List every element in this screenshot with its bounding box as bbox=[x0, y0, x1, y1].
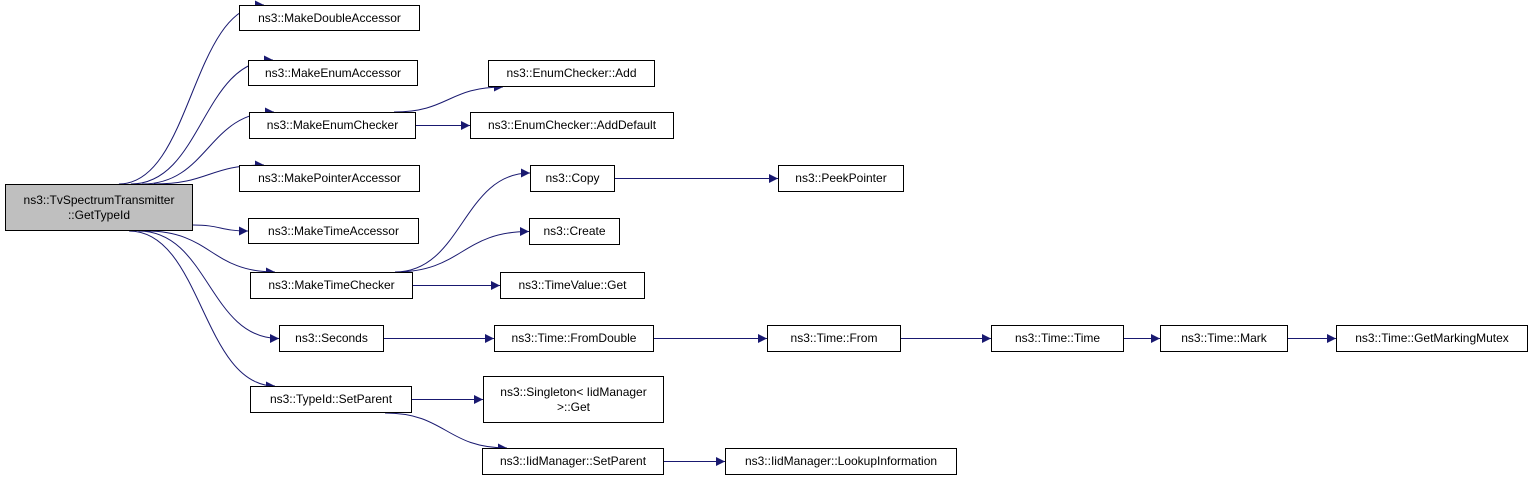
node-label: ns3::MakeDoubleAccessor bbox=[258, 11, 401, 26]
node-n17[interactable]: ns3::Time::Time bbox=[991, 325, 1124, 352]
node-label-line: ns3::MakeEnumAccessor bbox=[264, 65, 402, 80]
edge-n6-n13 bbox=[394, 227, 530, 273]
node-n10[interactable]: ns3::EnumChecker::AddDefault bbox=[470, 112, 674, 139]
node-label-line: ns3::TvSpectrumTransmitter bbox=[23, 192, 175, 207]
node-label-line: ns3::EnumChecker::AddDefault bbox=[487, 118, 657, 132]
node-n2[interactable]: ns3::MakeEnumAccessor bbox=[248, 60, 418, 86]
node-n12[interactable]: ns3::PeekPointer bbox=[778, 165, 904, 192]
edge-root-n5 bbox=[192, 224, 249, 236]
node-n5[interactable]: ns3::MakeTimeAccessor bbox=[248, 218, 419, 244]
node-label: ns3::Seconds bbox=[295, 331, 368, 346]
node-label: ns3::TvSpectrumTransmitter::GetTypeId bbox=[24, 193, 175, 223]
node-n8[interactable]: ns3::TypeId::SetParent bbox=[250, 386, 412, 413]
node-n19[interactable]: ns3::Time::GetMarkingMutex bbox=[1336, 325, 1528, 352]
node-n6[interactable]: ns3::MakeTimeChecker bbox=[250, 272, 413, 299]
node-n13[interactable]: ns3::Create bbox=[529, 218, 620, 245]
node-label: ns3::Time::Time bbox=[1015, 331, 1100, 346]
node-label-line: ns3::TypeId::SetParent bbox=[269, 392, 393, 406]
node-label: ns3::Time::GetMarkingMutex bbox=[1355, 331, 1509, 346]
node-label: ns3::Time::Mark bbox=[1181, 331, 1267, 346]
node-n1[interactable]: ns3::MakeDoubleAccessor bbox=[239, 5, 420, 31]
edge-root-n6 bbox=[146, 230, 276, 277]
node-label-line: ns3::IidManager::SetParent bbox=[499, 454, 647, 468]
node-label-line: ns3::Time::FromDouble bbox=[511, 331, 637, 345]
node-label-line: ns3::Time::Mark bbox=[1181, 331, 1267, 345]
node-label: ns3::Singleton< IidManager>::Get bbox=[500, 385, 646, 415]
edge-n6-n11 bbox=[394, 168, 531, 273]
node-n14[interactable]: ns3::TimeValue::Get bbox=[500, 272, 645, 299]
node-label-line: ns3::TimeValue::Get bbox=[518, 278, 627, 292]
node-label: ns3::TypeId::SetParent bbox=[270, 392, 392, 407]
node-label-line: ns3::IidManager::LookupInformation bbox=[744, 454, 938, 468]
node-label-line: ns3::Singleton< IidManager bbox=[500, 384, 647, 399]
node-n4[interactable]: ns3::MakePointerAccessor bbox=[239, 165, 420, 192]
node-label: ns3::MakeEnumAccessor bbox=[265, 66, 401, 81]
node-n16[interactable]: ns3::Time::From bbox=[767, 325, 901, 352]
node-label-line: ns3::MakeTimeAccessor bbox=[268, 223, 399, 238]
node-label: ns3::IidManager::LookupInformation bbox=[745, 454, 937, 469]
node-n9[interactable]: ns3::EnumChecker::Add bbox=[488, 60, 655, 87]
node-label: ns3::MakePointerAccessor bbox=[258, 171, 401, 186]
node-label: ns3::MakeEnumChecker bbox=[267, 118, 398, 133]
node-label-line: ns3::Copy bbox=[545, 171, 600, 185]
node-label: ns3::PeekPointer bbox=[795, 171, 886, 186]
node-root: ns3::TvSpectrumTransmitter::GetTypeId bbox=[5, 184, 193, 231]
node-label: ns3::Create bbox=[543, 224, 605, 239]
node-label-line: ns3::MakeEnumChecker bbox=[266, 118, 399, 132]
node-n15[interactable]: ns3::Time::FromDouble bbox=[494, 325, 654, 352]
node-label-line: ns3::EnumChecker::Add bbox=[506, 66, 637, 80]
node-n20[interactable]: ns3::Singleton< IidManager>::Get bbox=[483, 376, 664, 423]
node-label-line: ns3::Time::From bbox=[790, 331, 878, 345]
node-label: ns3::Time::FromDouble bbox=[512, 331, 637, 346]
node-label: ns3::MakeTimeAccessor bbox=[268, 224, 399, 239]
node-label-line: ns3::MakeTimeChecker bbox=[268, 278, 395, 292]
node-label: ns3::TimeValue::Get bbox=[518, 278, 626, 293]
node-label: ns3::IidManager::SetParent bbox=[500, 454, 646, 469]
edge-n8-n21 bbox=[384, 412, 508, 453]
node-label: ns3::MakeTimeChecker bbox=[268, 278, 394, 293]
node-label-line: ns3::Time::GetMarkingMutex bbox=[1355, 331, 1509, 345]
node-label-line: ns3::Seconds bbox=[295, 331, 368, 345]
node-n11[interactable]: ns3::Copy bbox=[530, 165, 615, 192]
node-n7[interactable]: ns3::Seconds bbox=[279, 325, 384, 352]
node-label-line: ns3::Create bbox=[543, 224, 606, 238]
node-label-line: ns3::MakeDoubleAccessor bbox=[258, 10, 401, 25]
node-n3[interactable]: ns3::MakeEnumChecker bbox=[249, 112, 416, 139]
node-n22[interactable]: ns3::IidManager::LookupInformation bbox=[725, 448, 957, 475]
node-label: ns3::Time::From bbox=[791, 331, 878, 346]
node-label-line: >::Get bbox=[556, 399, 591, 414]
node-label-line: ::GetTypeId bbox=[67, 207, 131, 222]
node-n18[interactable]: ns3::Time::Mark bbox=[1160, 325, 1288, 352]
node-label: ns3::Copy bbox=[545, 171, 599, 186]
node-label-line: ns3::MakePointerAccessor bbox=[258, 171, 401, 185]
edge-root-n8 bbox=[129, 230, 276, 391]
node-label-line: ns3::Time::Time bbox=[1014, 331, 1101, 345]
node-label: ns3::EnumChecker::AddDefault bbox=[488, 118, 656, 133]
node-label-line: ns3::PeekPointer bbox=[795, 171, 887, 185]
edge-n3-n9 bbox=[393, 82, 504, 113]
edge-root-n1 bbox=[118, 0, 265, 185]
edge-root-n7 bbox=[138, 230, 280, 343]
node-n21[interactable]: ns3::IidManager::SetParent bbox=[482, 448, 664, 475]
node-label: ns3::EnumChecker::Add bbox=[506, 66, 636, 81]
